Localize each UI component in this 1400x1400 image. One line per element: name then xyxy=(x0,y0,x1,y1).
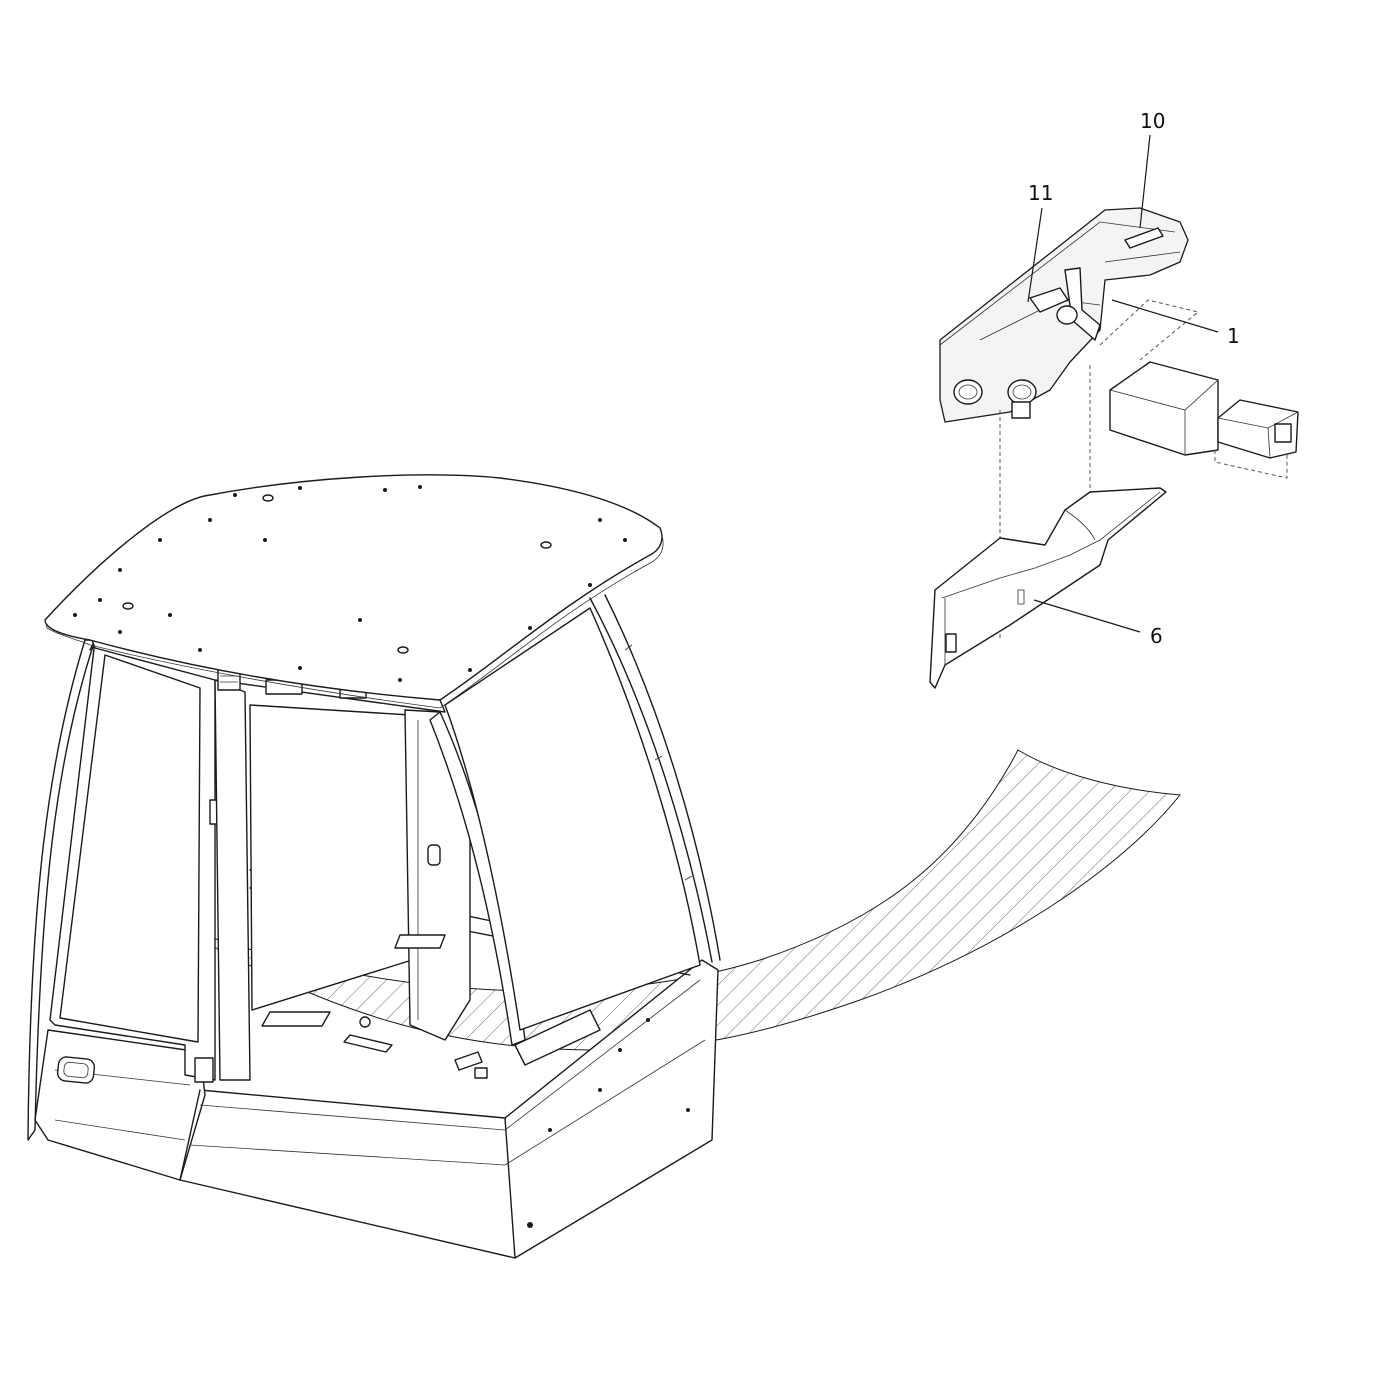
leader-6 xyxy=(1033,599,1141,633)
front-window xyxy=(444,607,701,1031)
leader-1 xyxy=(1111,299,1219,333)
cab-lower-front-panel xyxy=(34,1029,206,1181)
cab-lower-right-panel xyxy=(179,959,719,1259)
filter-box xyxy=(1109,361,1219,456)
callout-1: 1 xyxy=(1227,324,1240,348)
item-10-vent xyxy=(1124,227,1164,249)
cab-roof xyxy=(44,474,663,701)
door-glass xyxy=(59,654,201,1043)
callout-6: 6 xyxy=(1150,624,1163,648)
door-handle xyxy=(56,1056,96,1084)
side-window xyxy=(249,704,413,1011)
item-11-vent xyxy=(1029,287,1069,313)
cab-assembly xyxy=(27,474,721,1259)
item-6-trim-panel xyxy=(929,487,1167,689)
leader-10 xyxy=(1139,134,1151,229)
leader-11 xyxy=(1027,207,1043,303)
callout-10: 10 xyxy=(1140,109,1165,133)
leader-lines xyxy=(1027,134,1219,633)
callout-11: 11 xyxy=(1028,181,1053,205)
filter-cartridge xyxy=(1217,399,1299,459)
cab-pillar-center xyxy=(214,679,251,1081)
item-1-console xyxy=(939,207,1189,423)
